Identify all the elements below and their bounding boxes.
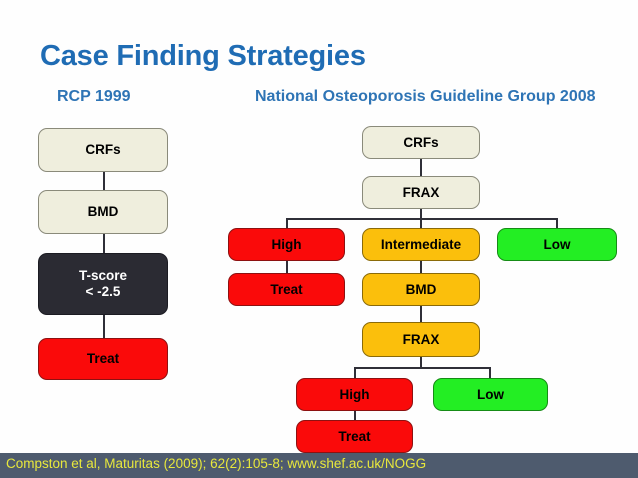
node-label: Low (543, 236, 571, 252)
node-right-treat-1[interactable]: Treat (228, 273, 345, 306)
connector-right-bus-to-intermediate (420, 218, 422, 230)
node-right-high-2[interactable]: High (296, 378, 413, 411)
node-label: Low (477, 386, 504, 402)
connector-right-crfs-to-frax (420, 158, 422, 176)
connector-right-frax-stem (420, 208, 422, 219)
connector-right-bus-to-low (556, 218, 558, 230)
page-title: Case Finding Strategies (40, 40, 366, 72)
footer-citation: Compston et al, Maturitas (2009); 62(2):… (6, 456, 427, 471)
node-label: Treat (86, 351, 120, 367)
node-label: Intermediate (380, 236, 462, 252)
subtitle-left-column: RCP 1999 (57, 88, 131, 105)
node-label: BMD (87, 204, 119, 220)
connector-right-bus-to-high (286, 218, 288, 230)
node-label: Treat (338, 428, 371, 444)
connector-right-intermediate-to-bmd (420, 260, 422, 274)
node-left-treat[interactable]: Treat (38, 338, 168, 380)
node-right-frax-2[interactable]: FRAX (362, 322, 480, 357)
connector-left-crfs-to-bmd (103, 172, 105, 192)
footer-bar: Compston et al, Maturitas (2009); 62(2):… (0, 453, 638, 478)
connector-right-bmd-to-frax2 (420, 305, 422, 322)
node-right-low-2[interactable]: Low (433, 378, 548, 411)
connector-right-bus2-to-low (489, 367, 491, 379)
connector-left-tscore-to-treat (103, 315, 105, 338)
node-left-tscore[interactable]: T-score < -2.5 (38, 253, 168, 315)
subtitle-right-column: National Osteoporosis Guideline Group 20… (255, 88, 596, 105)
node-label: BMD (405, 281, 437, 297)
node-right-low-1[interactable]: Low (497, 228, 617, 261)
connector-right-high2-to-treat2 (354, 405, 356, 421)
node-label: FRAX (402, 331, 440, 347)
node-right-high-1[interactable]: High (228, 228, 345, 261)
node-right-frax-1[interactable]: FRAX (362, 176, 480, 209)
node-label: High (339, 386, 370, 402)
connector-right-high-to-treat (286, 260, 288, 274)
connector-right-frax2-stem (420, 356, 422, 368)
connector-left-bmd-to-tscore (103, 233, 105, 253)
node-label: CRFs (403, 134, 439, 150)
node-left-crfs[interactable]: CRFs (38, 128, 168, 172)
node-label: CRFs (85, 142, 121, 158)
node-right-intermediate[interactable]: Intermediate (362, 228, 480, 261)
node-left-bmd[interactable]: BMD (38, 190, 168, 234)
node-label: T-score < -2.5 (78, 268, 128, 299)
node-right-crfs[interactable]: CRFs (362, 126, 480, 159)
node-label: FRAX (402, 184, 440, 200)
node-right-bmd[interactable]: BMD (362, 273, 480, 306)
node-right-treat-2[interactable]: Treat (296, 420, 413, 453)
node-label: Treat (270, 281, 303, 297)
node-label: High (271, 236, 302, 252)
connector-right-bus2-to-high (354, 367, 356, 379)
connector-right-frax2-bus (354, 367, 491, 369)
